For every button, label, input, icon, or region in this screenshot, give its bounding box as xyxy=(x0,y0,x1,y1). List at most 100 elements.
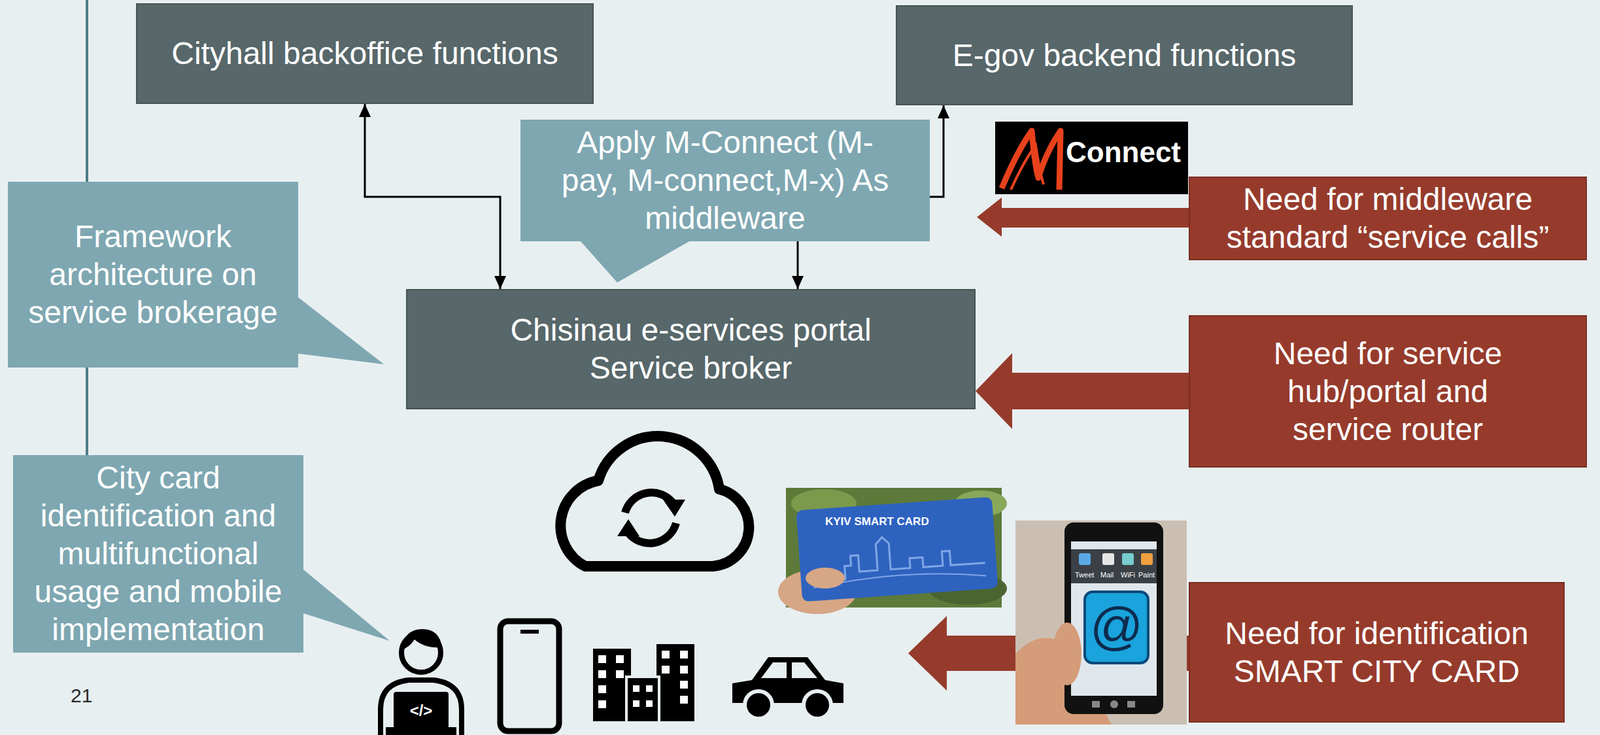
phone-photo xyxy=(1122,553,1134,565)
developer-icon xyxy=(385,727,457,735)
car-icon xyxy=(732,657,844,721)
portal-box: Chisinau e-services portal Service broke… xyxy=(406,289,976,410)
developer-icon xyxy=(380,629,462,735)
phone-photo xyxy=(1091,700,1100,708)
cloud-icon xyxy=(617,519,640,537)
box-text: Apply M-Connect (M-pay, M-connect,M-x) A… xyxy=(553,123,898,238)
buildings-icon xyxy=(680,650,688,659)
phone-icon xyxy=(500,621,560,732)
box-text: Framework architecture on service broker… xyxy=(22,217,284,332)
box-text: Need for service hub/portal and service … xyxy=(1257,334,1519,449)
car-icon xyxy=(791,662,818,679)
mconnect-logo xyxy=(1010,145,1044,190)
buildings-icon xyxy=(598,670,607,679)
card-text: KYIV SMART CARD xyxy=(825,515,930,529)
arrow-head xyxy=(791,275,804,290)
smart-card-photo xyxy=(778,487,1007,614)
smart-card-photo xyxy=(785,487,1002,608)
callout-tail xyxy=(294,294,384,365)
buildings-icon xyxy=(598,650,688,709)
box-text: Cityhall backoffice functions xyxy=(142,34,588,73)
arrow-head xyxy=(937,105,950,119)
backend-box: E-gov backend functions xyxy=(895,5,1353,106)
phone-photo xyxy=(1102,553,1115,565)
app-label: Paint xyxy=(1138,570,1155,580)
phone-photo xyxy=(1084,591,1149,664)
phone-photo xyxy=(1015,520,1187,725)
box-text: E-gov backend functions xyxy=(908,36,1341,75)
buildings-icon xyxy=(680,665,688,674)
developer-icon xyxy=(401,629,443,650)
buildings-icon xyxy=(591,642,696,723)
smart-card-photo xyxy=(795,496,998,603)
buildings-icon xyxy=(615,655,624,664)
callout-tail xyxy=(575,235,700,283)
box-text: City card identification and multifuncti… xyxy=(27,459,290,649)
buildings-icon xyxy=(598,655,607,664)
need-box: Need for middleware standard “service ca… xyxy=(1188,176,1587,261)
buildings-icon xyxy=(661,665,670,674)
backend-box: Cityhall backoffice functions xyxy=(136,3,594,104)
developer-icon xyxy=(393,691,449,729)
callout-tail xyxy=(299,566,390,641)
buildings-icon xyxy=(646,685,653,692)
phone-icon xyxy=(500,621,560,732)
smart-card-photo xyxy=(805,567,845,589)
buildings-icon xyxy=(598,685,607,694)
buildings-icon xyxy=(632,685,640,692)
connector-arrow xyxy=(929,105,950,197)
phone-photo xyxy=(1127,700,1136,708)
connector-arrow xyxy=(975,353,1189,429)
phone-photo xyxy=(1052,622,1082,686)
box-text: Need for identification SMART CITY CARD xyxy=(1213,614,1541,691)
need-box: Need for identification SMART CITY CARD xyxy=(1188,581,1565,723)
phone-photo xyxy=(1071,541,1157,696)
at-symbol: @ xyxy=(1084,591,1149,661)
car-icon xyxy=(746,693,771,717)
smart-card-photo xyxy=(795,496,998,603)
buildings-icon xyxy=(680,695,688,704)
mconnect-logo xyxy=(995,121,1189,195)
connector-line xyxy=(929,105,944,197)
callout-box: Apply M-Connect (M-pay, M-connect,M-x) A… xyxy=(520,119,930,242)
page-number: 21 xyxy=(70,683,93,708)
buildings-icon xyxy=(626,676,660,723)
car-icon xyxy=(801,689,834,721)
car-icon xyxy=(761,662,787,679)
connector-arrow xyxy=(791,241,804,290)
buildings-icon xyxy=(655,642,696,723)
arrow-head xyxy=(494,275,507,290)
arrow-head xyxy=(358,103,371,118)
car-icon xyxy=(805,693,830,717)
cloud-icon xyxy=(663,499,686,517)
callout-box: City card identification and multifuncti… xyxy=(13,455,304,653)
box-text: Chisinau e-services portal Service broke… xyxy=(494,311,888,388)
buildings-icon xyxy=(661,650,670,659)
phone-photo xyxy=(1078,553,1091,565)
buildings-icon xyxy=(615,670,624,679)
app-label: Mail xyxy=(1100,570,1114,580)
mconnect-logo xyxy=(995,121,1189,195)
phone-photo xyxy=(1071,549,1157,584)
buildings-icon xyxy=(632,700,640,707)
app-label: Tweet xyxy=(1074,570,1094,580)
phone-photo xyxy=(1064,522,1164,715)
connector-line xyxy=(364,103,501,290)
block-arrow xyxy=(975,353,1189,429)
cloud-icon xyxy=(560,436,749,567)
developer-icon xyxy=(380,680,462,735)
phone-icon xyxy=(520,629,539,634)
buildings-icon xyxy=(680,680,688,689)
need-arrow xyxy=(976,197,1191,237)
cloud-icon xyxy=(560,436,749,567)
box-text: Need for middleware standard “service ca… xyxy=(1221,180,1555,257)
buildings-icon xyxy=(646,700,653,707)
connector-arrow xyxy=(358,103,507,290)
phone-photo xyxy=(1015,520,1187,725)
phone-photo xyxy=(1110,700,1119,709)
need-box: Need for service hub/portal and service … xyxy=(1188,315,1587,468)
code-symbol: </> xyxy=(393,700,449,721)
